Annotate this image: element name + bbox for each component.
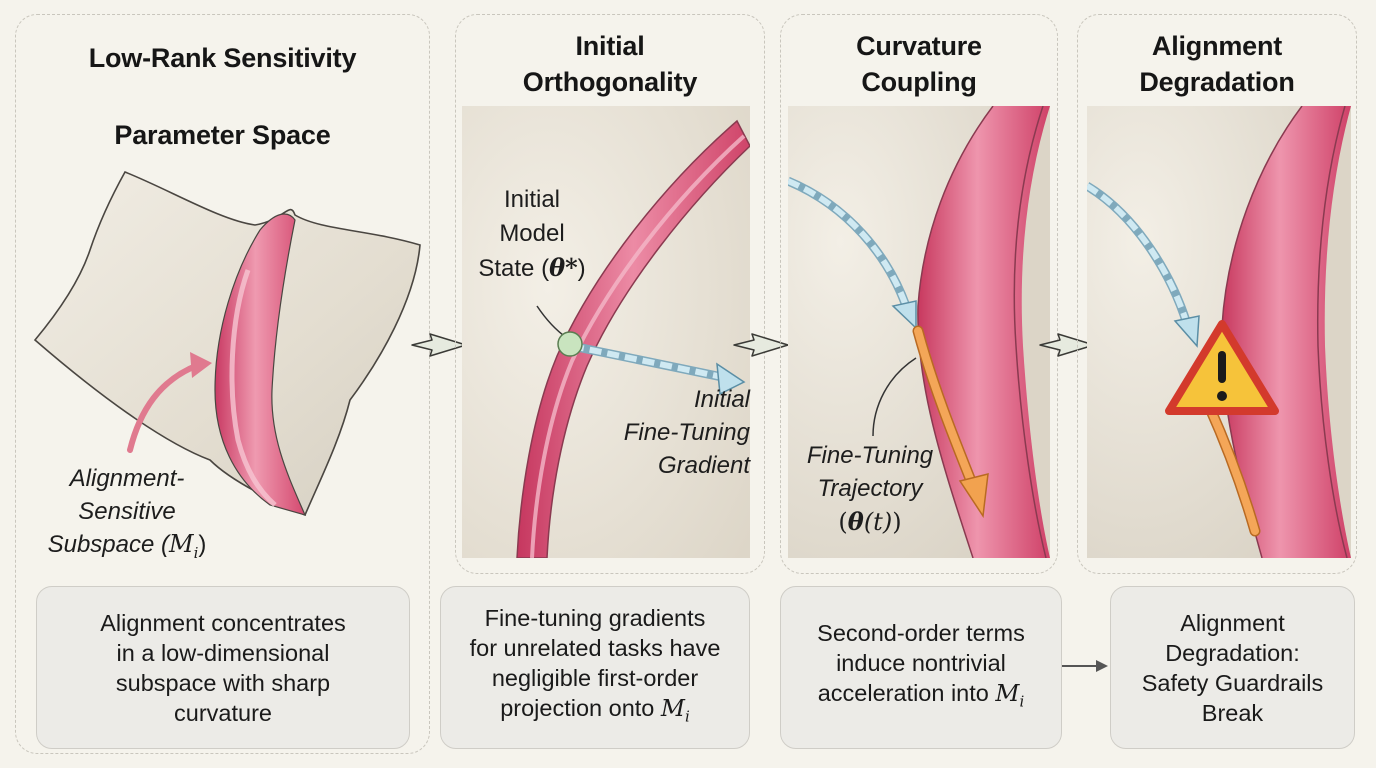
panel-1-caption: Alignment concentrates in a low-dimensio… xyxy=(36,586,410,749)
subspace-pointer-arrow xyxy=(127,362,201,453)
panel-3-title: Curvature Coupling xyxy=(856,31,982,97)
panel-4-illustration xyxy=(1087,106,1351,558)
panel-curvature-coupling xyxy=(780,14,1058,574)
panel-2-title: Initial Orthogonality xyxy=(522,31,698,97)
panel-2-illustration xyxy=(462,106,750,558)
panel-2-caption: Fine-tuning gradients for unrelated task… xyxy=(440,586,750,749)
panel-low-rank-sensitivity xyxy=(15,14,430,754)
initial-state-dot xyxy=(557,331,583,357)
warning-triangle-icon xyxy=(1165,320,1279,415)
initial-model-state-label: Initial Model State (θ*) xyxy=(478,186,586,282)
panel-initial-orthogonality xyxy=(455,14,765,574)
panel-1-title: Low-Rank Sensitivity xyxy=(88,43,357,73)
caption-connector-arrow-icon xyxy=(1062,660,1108,672)
panel-3-caption: Second-order terms induce nontrivial acc… xyxy=(780,586,1062,749)
trajectory-label: Fine-Tuning Trajectory (θ(t)) xyxy=(806,442,934,536)
panel-4-title: Alignment Degradation xyxy=(1139,31,1295,97)
subspace-label: Alignment- Sensitive Subspace (Mi) xyxy=(47,465,207,562)
panel-3-illustration xyxy=(788,106,1050,558)
panel-alignment-degradation xyxy=(1077,14,1357,574)
initial-gradient-label: Initial Fine-Tuning Gradient xyxy=(623,386,750,479)
panel-4-caption: Alignment Degradation: Safety Guardrails… xyxy=(1110,586,1355,749)
parameter-space-surface xyxy=(33,170,421,517)
parameter-space-heading: Parameter Space xyxy=(114,120,331,150)
